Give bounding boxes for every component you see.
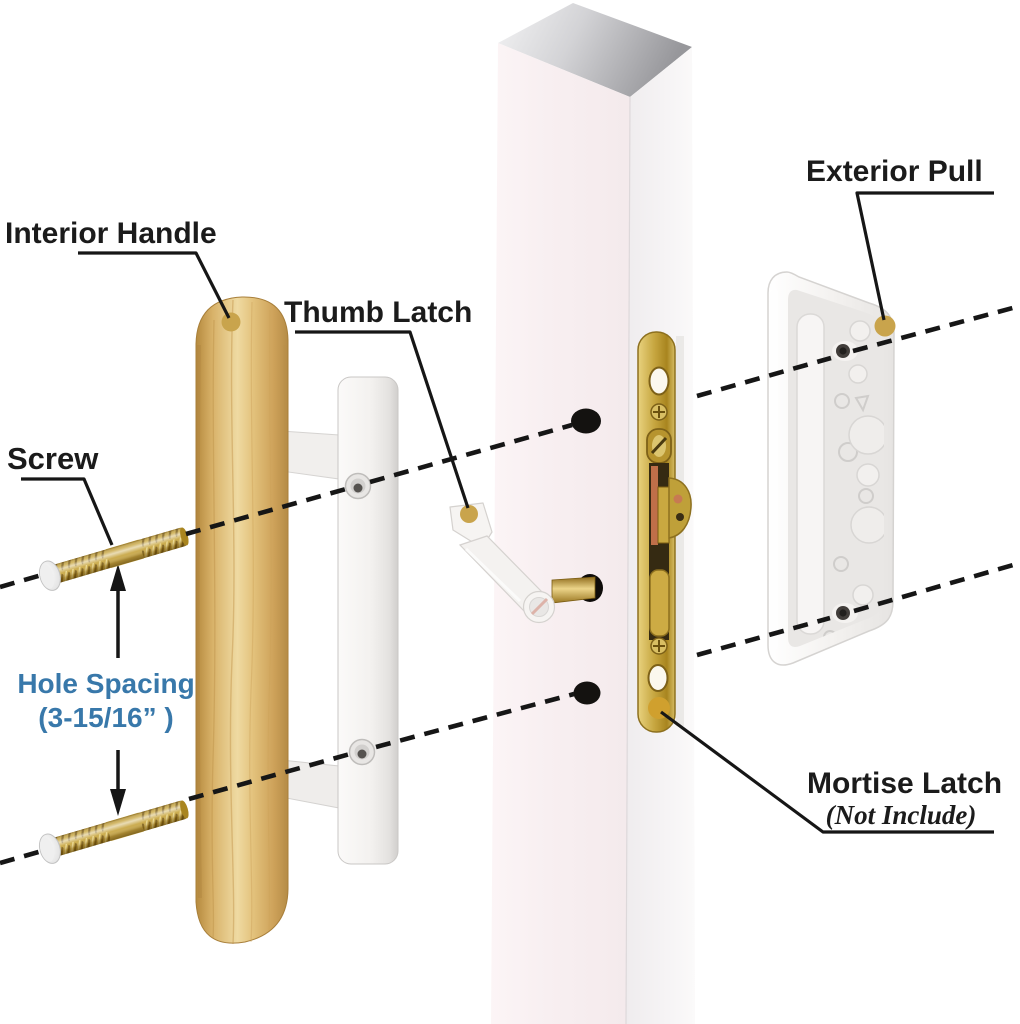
- label-screw: Screw: [7, 441, 99, 476]
- label-interior-handle: Interior Handle: [5, 217, 217, 250]
- door-front-face: [491, 43, 630, 1024]
- screw-top: [38, 527, 189, 591]
- door-hole-bottom: [573, 681, 601, 705]
- label-mortise-latch: Mortise Latch: [807, 767, 1002, 800]
- thumb-latch: [449, 502, 603, 624]
- gold-marker-exterior-pull: [874, 315, 896, 337]
- label-mortise-latch-note: (Not Include): [826, 800, 977, 830]
- label-hole-spacing-line1: Hole Spacing: [17, 668, 194, 699]
- leader-thumb-latch: [295, 330, 470, 509]
- thumb-latch-spindle: [551, 576, 596, 604]
- interior-handle-plate: [280, 376, 399, 865]
- plate-screw-hole-top: [344, 472, 372, 500]
- mortise-bolt: [649, 569, 670, 637]
- mortise-screw-slot-bottom: [647, 664, 669, 692]
- hole-spacing-text-backing: [25, 658, 190, 750]
- leader-exterior-pull: [855, 191, 994, 321]
- pull-screw-hole-bottom: [832, 603, 858, 623]
- label-thumb-latch: Thumb Latch: [284, 296, 472, 329]
- alignment-dash-line-top: [0, 303, 1020, 590]
- leader-screw: [21, 477, 114, 546]
- leader-interior-handle: [78, 251, 231, 319]
- door-hole-top: [571, 408, 601, 434]
- exterior-pull-grip-slot: [796, 313, 825, 635]
- screw-bottom: [38, 800, 189, 864]
- door-top-face: [498, 3, 692, 97]
- leader-mortise-latch: [660, 710, 994, 834]
- mortise-hook: [668, 477, 692, 539]
- alignment-dash-line-bottom: [0, 560, 1020, 866]
- mortise-screw-slot-top: [648, 366, 670, 396]
- pull-screw-hole-top: [832, 341, 858, 361]
- gold-marker-thumb-latch: [460, 505, 478, 523]
- interior-handle-wood: [195, 296, 289, 945]
- mortise-screw-bottom: [650, 637, 668, 655]
- label-hole-spacing-line2: (3-15/16” ): [38, 702, 173, 733]
- plate-screw-hole-bottom: [348, 738, 376, 766]
- mortise-latch: [637, 331, 692, 733]
- mortise-screw-top: [650, 403, 668, 421]
- label-exterior-pull: Exterior Pull: [806, 155, 983, 188]
- exterior-pull-cavity-detail: [796, 313, 884, 644]
- gold-marker-interior-handle: [221, 312, 241, 332]
- exterior-pull: [767, 271, 895, 666]
